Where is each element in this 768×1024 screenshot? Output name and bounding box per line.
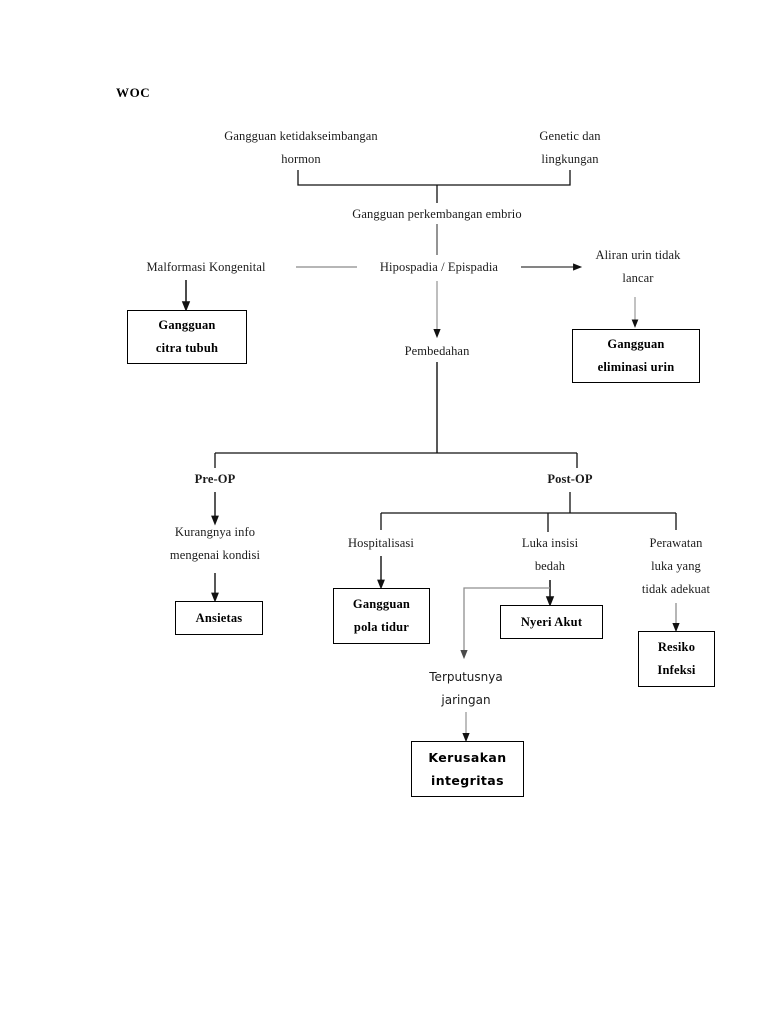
node-terputusnya-jaringan: Terputusnya jaringan xyxy=(429,670,503,707)
node-post-op: Post-OP xyxy=(547,472,593,486)
box-resiko-infeksi: Resiko Infeksi xyxy=(638,631,715,687)
edge-causes-to-embrio xyxy=(297,170,571,203)
edge-postop-to-three-branches xyxy=(380,492,677,532)
node-pembedahan: Pembedahan xyxy=(404,344,470,358)
box-gangguan-eliminasi-urin: Gangguan eliminasi urin xyxy=(572,329,700,383)
node-kurangnya-info-mengenai-kondisi: Kurangnya info mengenai kondisi xyxy=(169,525,261,562)
node-luka-insisi-bedah: Luka insisi bedah xyxy=(521,536,579,573)
box-gangguan-pola-tidur: Gangguan pola tidur xyxy=(333,588,430,644)
page-title: WOC xyxy=(116,85,151,100)
node-perawatan-luka-tidak-adekuat: Perawatan luka yang tidak adekuat xyxy=(641,536,711,596)
node-malformasi-kongenital: Malformasi Kongenital xyxy=(146,260,266,274)
node-gangguan-ketidakseimbangan-hormon: Gangguan ketidakseimbangan hormon xyxy=(224,129,378,166)
box-nyeri-akut: Nyeri Akut xyxy=(500,605,603,639)
node-hospitalisasi: Hospitalisasi xyxy=(348,536,414,550)
node-pre-op: Pre-OP xyxy=(194,472,236,486)
node-hipospadia-epispadia: Hipospadia / Epispadia xyxy=(379,260,499,274)
box-kerusakan-integritas: Kerusakan integritas xyxy=(411,741,524,797)
node-aliran-urin-tidak-lancar: Aliran urin tidak lancar xyxy=(595,248,681,285)
box-gangguan-citra-tubuh: Gangguan citra tubuh xyxy=(127,310,247,364)
box-ansietas: Ansietas xyxy=(175,601,263,635)
edge-pembedahan-to-preop-postop xyxy=(214,362,578,468)
node-gangguan-perkembangan-embrio: Gangguan perkembangan embrio xyxy=(352,207,522,221)
node-genetic-dan-lingkungan: Genetic dan lingkungan xyxy=(539,129,601,166)
